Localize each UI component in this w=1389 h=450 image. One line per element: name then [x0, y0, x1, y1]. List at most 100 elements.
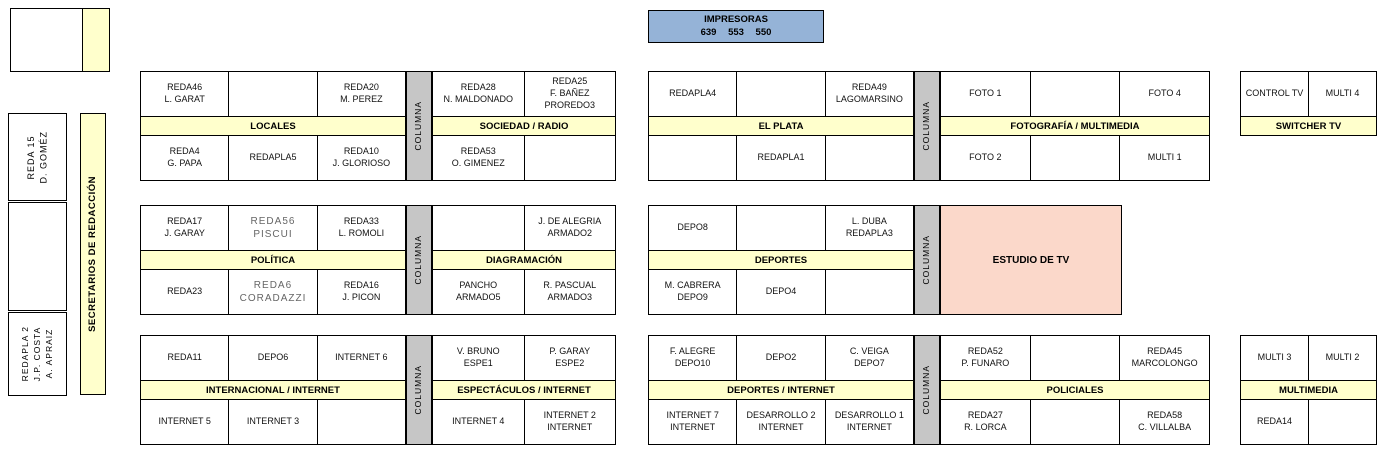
- desk-cell: PANCHO ARMADO5: [433, 270, 524, 314]
- section-banner-switcher: SWITCHER TV: [1241, 117, 1376, 135]
- desk-cell: INTERNET 7 INTERNET: [649, 400, 737, 444]
- desk-cell: REDA28 N. MALDONADO: [433, 72, 524, 116]
- desk-cell: REDA10 J. GLORIOSO: [317, 136, 405, 180]
- columna-pillar: COLUMNA: [406, 71, 432, 181]
- desk-cell: CONTROL TV: [1241, 72, 1308, 116]
- block-el-plata: REDAPLA4 REDA49 LAGOMARSINO EL PLATA RED…: [648, 71, 914, 181]
- desk-cell: MULTI 4: [1309, 72, 1376, 116]
- desk-cell: INTERNET 6: [317, 336, 405, 380]
- impresoras-title: IMPRESORAS: [704, 14, 768, 26]
- section-banner-politica: POLÍTICA: [141, 251, 405, 269]
- section-banner-internacional: INTERNACIONAL / INTERNET: [141, 381, 405, 399]
- desk-cell: [737, 206, 825, 250]
- desk-cell: V. BRUNO ESPE1: [433, 336, 524, 380]
- desk-cell: DEPO8: [649, 206, 737, 250]
- section-banner-policiales: POLICIALES: [941, 381, 1209, 399]
- block-policiales: REDA52 P. FUNARO REDA45 MARCOLONGO POLIC…: [940, 335, 1210, 445]
- desk-cell: REDAPLA1: [737, 136, 825, 180]
- secretarios-strip: SECRETARIOS DE REDACCIÓN: [80, 113, 106, 395]
- desk-cell: FOTO 4: [1120, 72, 1209, 116]
- desk-cell: DEPO6: [229, 336, 317, 380]
- corner-box: [10, 8, 110, 72]
- block-espectaculos: V. BRUNO ESPE1 P. GARAY ESPE2 ESPECTÁCUL…: [432, 335, 616, 445]
- desk-reda15-label: REDA 15 D. GOMÉZ: [25, 130, 49, 184]
- columna-label: COLUMNA: [413, 235, 424, 285]
- impresoras-numbers: 639 553 550: [700, 26, 772, 38]
- desk-cell: REDA52 P. FUNARO: [941, 336, 1030, 380]
- desk-cell: REDA11: [141, 336, 229, 380]
- desk-cell: FOTO 1: [941, 72, 1030, 116]
- desk-cell: C. VEIGA DEPO7: [825, 336, 913, 380]
- desk-cell: REDA33 L. ROMOLI: [317, 206, 405, 250]
- desk-cell: [649, 136, 737, 180]
- desk-cell: [1030, 400, 1120, 444]
- desk-cell: REDA46 L. GARAT: [141, 72, 229, 116]
- columna-label: COLUMNA: [413, 101, 424, 151]
- desk-cell: [1030, 136, 1120, 180]
- desk-cell: [825, 270, 913, 314]
- desk-cell: INTERNET 2 INTERNET: [524, 400, 615, 444]
- desk-cell: [433, 206, 524, 250]
- desk-cell: REDA58 C. VILLALBA: [1120, 400, 1209, 444]
- desk-cell: DESARROLLO 2 INTERNET: [737, 400, 825, 444]
- desk-cell: [737, 72, 825, 116]
- desk-cell: REDA25 F. BAÑEZ PROREDO3: [524, 72, 615, 116]
- desk-reda15: REDA 15 D. GOMÉZ: [8, 113, 67, 201]
- estudio-de-tv-label: ESTUDIO DE TV: [992, 254, 1070, 266]
- desk-cell: L. DUBA REDAPLA3: [825, 206, 913, 250]
- desk-cell: [1309, 400, 1376, 444]
- section-banner-elplata: EL PLATA: [649, 117, 913, 135]
- desk-cell: REDA6 CORADAZZI: [229, 270, 317, 314]
- desk-cell: DEPO2: [737, 336, 825, 380]
- columna-label: COLUMNA: [413, 365, 424, 415]
- impresoras-box: IMPRESORAS 639 553 550: [648, 10, 824, 43]
- columna-pillar: COLUMNA: [406, 205, 432, 315]
- block-politica: REDA17 J. GARAY REDA56 PISCUI REDA33 L. …: [140, 205, 406, 315]
- desk-cell: INTERNET 4: [433, 400, 524, 444]
- block-sociedad-radio: REDA28 N. MALDONADO REDA25 F. BAÑEZ PROR…: [432, 71, 616, 181]
- desk-cell: REDA4 G. PAPA: [141, 136, 229, 180]
- desk-cell: F. ALEGRE DEPO10: [649, 336, 737, 380]
- desk-cell: MULTI 3: [1241, 336, 1308, 380]
- desk-cell: MULTI 1: [1120, 136, 1209, 180]
- corner-box-yellow: [82, 8, 110, 72]
- desk-redapla2: REDAPLA 2 J.P. COSTA A. APRAIZ: [8, 312, 67, 396]
- block-fotografia: FOTO 1 FOTO 4 FOTOGRAFÍA / MULTIMEDIA FO…: [940, 71, 1210, 181]
- desk-cell: [229, 72, 317, 116]
- desk-cell: REDA56 PISCUI: [229, 206, 317, 250]
- columna-label: COLUMNA: [921, 235, 932, 285]
- columna-pillar: COLUMNA: [914, 335, 940, 445]
- columna-pillar: COLUMNA: [914, 71, 940, 181]
- block-diagramacion: J. DE ALEGRIA ARMADO2 DIAGRAMACIÓN PANCH…: [432, 205, 616, 315]
- desk-cell: [1030, 336, 1120, 380]
- desk-cell: REDA27 R. LORCA: [941, 400, 1030, 444]
- empty-left-box: [8, 202, 67, 311]
- desk-cell: [317, 400, 405, 444]
- desk-cell: FOTO 2: [941, 136, 1030, 180]
- desk-cell: DESARROLLO 1 INTERNET: [825, 400, 913, 444]
- desk-cell: REDAPLA5: [229, 136, 317, 180]
- desk-cell: DEPO4: [737, 270, 825, 314]
- section-banner-locales: LOCALES: [141, 117, 405, 135]
- desk-cell: REDA20 M. PEREZ: [317, 72, 405, 116]
- desk-cell: M. CABRERA DEPO9: [649, 270, 737, 314]
- section-banner-sociedad: SOCIEDAD / RADIO: [433, 117, 615, 135]
- desk-cell: REDA17 J. GARAY: [141, 206, 229, 250]
- section-banner-diagramacion: DIAGRAMACIÓN: [433, 251, 615, 269]
- desk-cell: J. DE ALEGRIA ARMADO2: [524, 206, 615, 250]
- block-internacional: REDA11 DEPO6 INTERNET 6 INTERNACIONAL / …: [140, 335, 406, 445]
- desk-cell: MULTI 2: [1309, 336, 1376, 380]
- corner-box-white: [10, 8, 83, 72]
- columna-label: COLUMNA: [921, 101, 932, 151]
- desk-redapla2-label: REDAPLA 2 J.P. COSTA A. APRAIZ: [19, 326, 54, 382]
- desk-cell: INTERNET 3: [229, 400, 317, 444]
- desk-cell: REDA14: [1241, 400, 1308, 444]
- desk-cell: REDA53 O. GIMENEZ: [433, 136, 524, 180]
- block-locales: REDA46 L. GARAT REDA20 M. PEREZ LOCALES …: [140, 71, 406, 181]
- desk-cell: [1030, 72, 1120, 116]
- desk-cell: [524, 136, 615, 180]
- block-deportes: DEPO8 L. DUBA REDAPLA3 DEPORTES M. CABRE…: [648, 205, 914, 315]
- secretarios-label: SECRETARIOS DE REDACCIÓN: [87, 176, 99, 332]
- section-banner-multimedia: MULTIMEDIA: [1241, 381, 1376, 399]
